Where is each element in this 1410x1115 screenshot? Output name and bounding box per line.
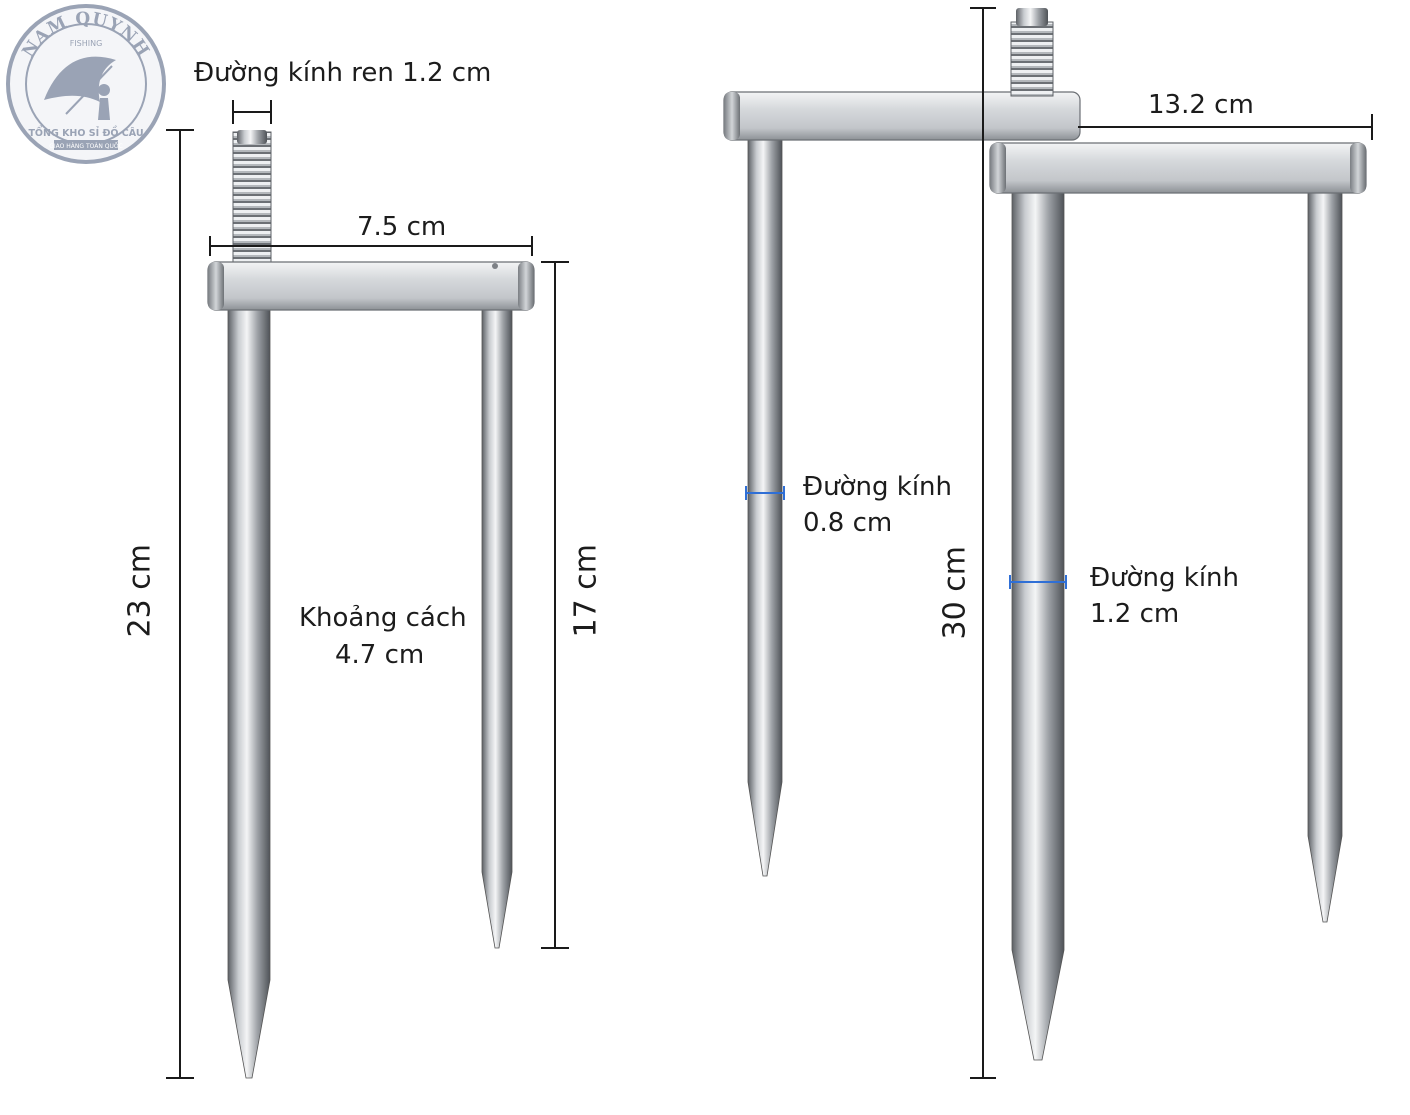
small-long-leg bbox=[227, 299, 271, 1079]
large-spike bbox=[723, 8, 1367, 1061]
short-leg-label: 17 cm bbox=[568, 544, 604, 638]
large-thin-leg bbox=[747, 129, 783, 877]
brand-logo: NAM QUYNH FISHING TỔNG KHO SỈ ĐỒ CÂU GIA… bbox=[4, 2, 168, 166]
small-short-leg bbox=[481, 299, 513, 949]
thin-diameter-label-line2: 0.8 cm bbox=[803, 508, 893, 538]
small-thread-stud bbox=[232, 131, 272, 267]
small-spike bbox=[207, 130, 535, 1079]
dimension-lines bbox=[166, 7, 1373, 1079]
logo-tagline: TỔNG KHO SỈ ĐỒ CÂU bbox=[28, 126, 143, 139]
large-height-label: 30 cm bbox=[937, 546, 973, 640]
large-front-crossbar bbox=[989, 142, 1367, 194]
thick-diameter-label-line2: 1.2 cm bbox=[1090, 599, 1180, 629]
thin-diameter-label-line1: Đường kính bbox=[803, 472, 953, 502]
small-crossbar bbox=[207, 261, 535, 311]
large-thread-cap bbox=[1016, 8, 1048, 26]
small-height-label: 23 cm bbox=[122, 544, 158, 638]
leg-gap-label-line1: Khoảng cách bbox=[299, 603, 467, 633]
small-bar-width-label: 7.5 cm bbox=[357, 212, 447, 242]
large-back-right-leg bbox=[1307, 179, 1343, 923]
leg-gap-label-line2: 4.7 cm bbox=[335, 640, 425, 670]
large-bar-width-label: 13.2 cm bbox=[1148, 90, 1254, 120]
large-thick-leg bbox=[1011, 179, 1065, 1061]
logo-ribbon: GIAO HÀNG TOÀN QUỐC bbox=[49, 142, 123, 150]
diameter-markers bbox=[745, 486, 1067, 589]
thick-diameter-label-line1: Đường kính bbox=[1090, 563, 1240, 593]
small-thread-cap bbox=[237, 130, 267, 144]
large-back-crossbar bbox=[723, 91, 1081, 141]
thread-diameter-label: Đường kính ren 1.2 cm bbox=[194, 58, 492, 88]
large-thread-stud bbox=[1010, 21, 1054, 97]
logo-sub-text: FISHING bbox=[70, 39, 103, 48]
